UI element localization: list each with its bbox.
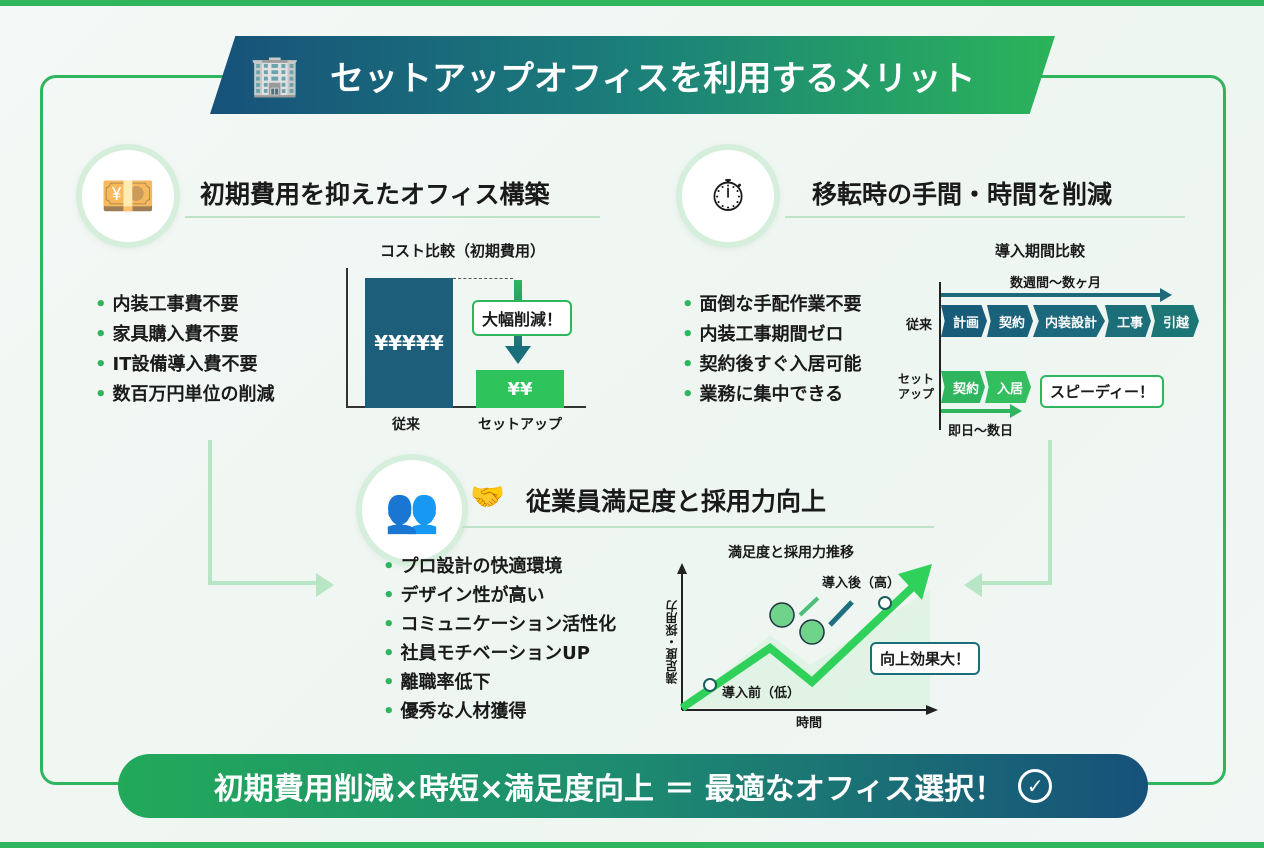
x-axis-label: 時間 (796, 716, 823, 731)
period-axis (939, 282, 941, 430)
section1-heading: 初期費用を抑えたオフィス構築 (200, 180, 550, 209)
money-down-icon: 💴 (82, 150, 174, 242)
title-banner: 🏢 セットアップオフィスを利用するメリット (210, 36, 1055, 114)
divider (785, 216, 1185, 218)
mini-arrow (828, 600, 854, 627)
cost-chart-title: コスト比較（初期費用） (380, 242, 546, 260)
page-title: セットアップオフィスを利用するメリット (330, 58, 976, 99)
step: 内装設計 (1033, 305, 1105, 337)
y-axis-arrowhead (677, 563, 687, 574)
arrow-head (964, 573, 982, 597)
top-accent-bar (0, 0, 1264, 6)
bullet: 契約後すぐ入居可能 (682, 350, 862, 380)
y-axis-label: 満足度・採用力 (665, 600, 679, 684)
step: 契約 (941, 371, 985, 403)
bullet: 社員モチベーションUP (383, 639, 616, 668)
before-point (703, 678, 717, 692)
divider (185, 216, 600, 218)
trend-chart (677, 563, 938, 715)
bar-label: セットアップ (478, 417, 562, 433)
footer-banner: 初期費用削減×時短×満足度向上 ＝ 最適なオフィス選択！ ✓ (118, 754, 1148, 818)
bullet: デザイン性が高い (383, 581, 616, 610)
bullet: 業務に集中できる (682, 380, 862, 410)
cost-chart-axes (346, 268, 586, 408)
effect-callout: 向上効果大！ (870, 642, 981, 675)
step: 引越 (1151, 305, 1199, 337)
trend-arrowhead (898, 564, 932, 600)
setup-steps: 契約 入居 (941, 371, 1031, 403)
section3-bullets: プロ設計の快適環境 デザイン性が高い コミュニケーション活性化 社員モチベーショ… (383, 552, 617, 726)
setup-duration-arrow (941, 409, 1011, 413)
step: 計画 (941, 305, 987, 337)
before-label: 導入前（低） (722, 686, 801, 701)
bar-traditional: ¥¥¥¥¥ (365, 278, 453, 408)
after-point (878, 596, 892, 610)
bar-label: 従来 (392, 417, 420, 433)
down-arrow-head (505, 346, 531, 364)
section2-bullets: 面倒な手配作業不要 内装工事期間ゼロ 契約後すぐ入居可能 業務に集中できる (682, 290, 862, 410)
footer-text: 初期費用削減×時短×満足度向上 ＝ 最適なオフィス選択！ (213, 772, 1005, 807)
cost-callout: 大幅削減！ (472, 300, 573, 336)
section2-heading: 移転時の手間・時間を削減 (812, 180, 1113, 209)
period-chart-title: 導入期間比較 (995, 242, 1086, 260)
step: 工事 (1105, 305, 1151, 337)
arrow-head (1160, 288, 1172, 302)
section1-bullets: 内装工事費不要 家具購入費不要 IT設備導入費不要 数百万円単位の削減 (95, 290, 275, 410)
traditional-duration-arrow (941, 293, 1163, 297)
arrow-head (316, 573, 334, 597)
bullet: プロ設計の快適環境 (383, 552, 616, 581)
flow-arrow-left (208, 440, 318, 585)
speedy-callout: スピーディー！ (1040, 375, 1164, 408)
bullet: 内装工事費不要 (95, 290, 275, 320)
bullet: コミュニケーション活性化 (383, 610, 617, 639)
arrow-head (1010, 404, 1022, 418)
bullet: 優秀な人材獲得 (383, 697, 616, 726)
handshake-icon: 🤝 (470, 480, 505, 513)
clock-hourglass-icon: ⏱ (682, 150, 774, 242)
step: 入居 (985, 371, 1031, 403)
setup-label: セット アップ (898, 372, 935, 401)
trend-line (679, 579, 921, 712)
smiley-icon (799, 619, 825, 645)
traditional-steps: 計画 契約 内装設計 工事 引越 (941, 305, 1199, 337)
bar-setup: ¥¥ (476, 370, 564, 408)
building-icon: 🏢 (250, 52, 300, 99)
bullet: 数百万円単位の削減 (95, 380, 275, 410)
bottom-accent-bar (0, 842, 1264, 848)
smiley-icon (769, 602, 795, 628)
bullet: 内装工事期間ゼロ (682, 320, 862, 350)
x-axis-arrowhead (926, 705, 938, 715)
check-circle-icon: ✓ (1018, 769, 1053, 803)
mini-arrow (798, 596, 820, 617)
traditional-duration: 数週間〜数ヶ月 (1010, 276, 1102, 291)
bullet: 家具購入費不要 (95, 320, 275, 350)
bullet: 離職率低下 (383, 668, 616, 697)
bullet: IT設備導入費不要 (95, 350, 275, 380)
divider (462, 526, 934, 528)
trend-chart-title: 満足度と採用力推移 (728, 545, 854, 561)
employees-growth-icon: 👥 (362, 460, 462, 560)
trend-area (680, 590, 930, 708)
bullet: 面倒な手配作業不要 (682, 290, 862, 320)
step: 契約 (987, 305, 1033, 337)
after-label: 導入後（高） (822, 576, 901, 591)
flow-arrow-right (980, 440, 1052, 585)
dashed-guide (453, 278, 513, 279)
section3-heading: 従業員満足度と採用力向上 (526, 487, 827, 516)
traditional-label: 従来 (906, 318, 933, 333)
setup-duration: 即日〜数日 (948, 424, 1014, 439)
